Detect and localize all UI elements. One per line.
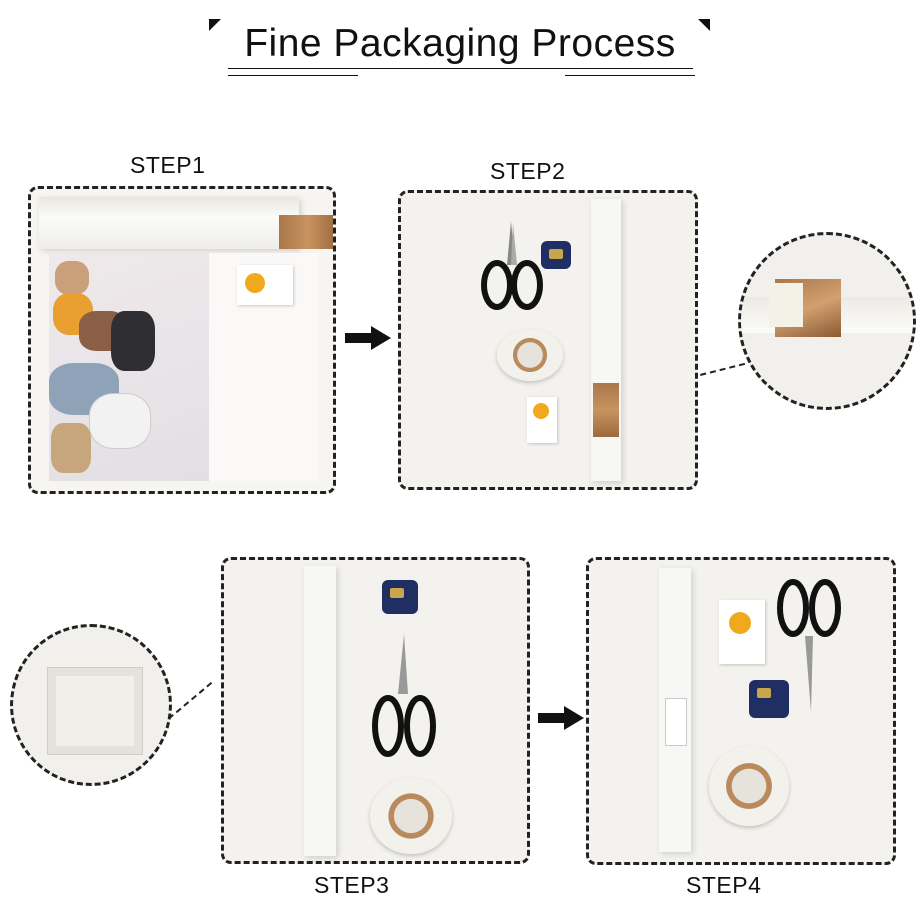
zoom-detail-tube-end [738,232,916,410]
title-corner-left [209,19,221,31]
step2-photo [398,190,698,490]
tape-measure-icon [541,241,571,269]
zoom-connector [700,362,746,376]
arrow-right-icon [345,326,391,350]
kraft-tube-end [593,383,619,437]
title-underline-right-short [565,75,695,76]
brand-card [719,600,765,664]
step3-photo [221,557,530,864]
step4-label: STEP4 [686,872,762,898]
step1-photo [28,186,336,494]
packing-box [304,566,336,856]
tape-roll-icon [709,746,789,826]
step2-label: STEP2 [490,158,566,184]
zoom-detail-box-corner [10,624,172,786]
title-underline [228,68,693,69]
step4-photo [586,557,896,865]
scissors-icon [481,221,543,310]
page-title: Fine Packaging Process [244,22,676,65]
title-corner-right [698,19,710,31]
title-underline-left-short [228,75,358,76]
step1-label: STEP1 [130,152,206,178]
poster-tube [591,199,621,481]
zoom-connector [168,682,213,720]
tape-roll-icon [370,778,452,854]
poster-tube [39,197,299,249]
brand-card [527,397,557,443]
kraft-tube-end [279,215,333,249]
scissors-icon [372,634,436,757]
tape-measure-icon [749,680,789,718]
scissors-icon [777,579,841,712]
packing-box [659,568,691,852]
step3-label: STEP3 [314,872,390,898]
arrow-right-icon [538,706,584,730]
tape-roll-icon [497,329,563,381]
tape-measure-icon [382,580,418,614]
brand-card [237,265,293,305]
dog-poster-print [49,253,209,481]
